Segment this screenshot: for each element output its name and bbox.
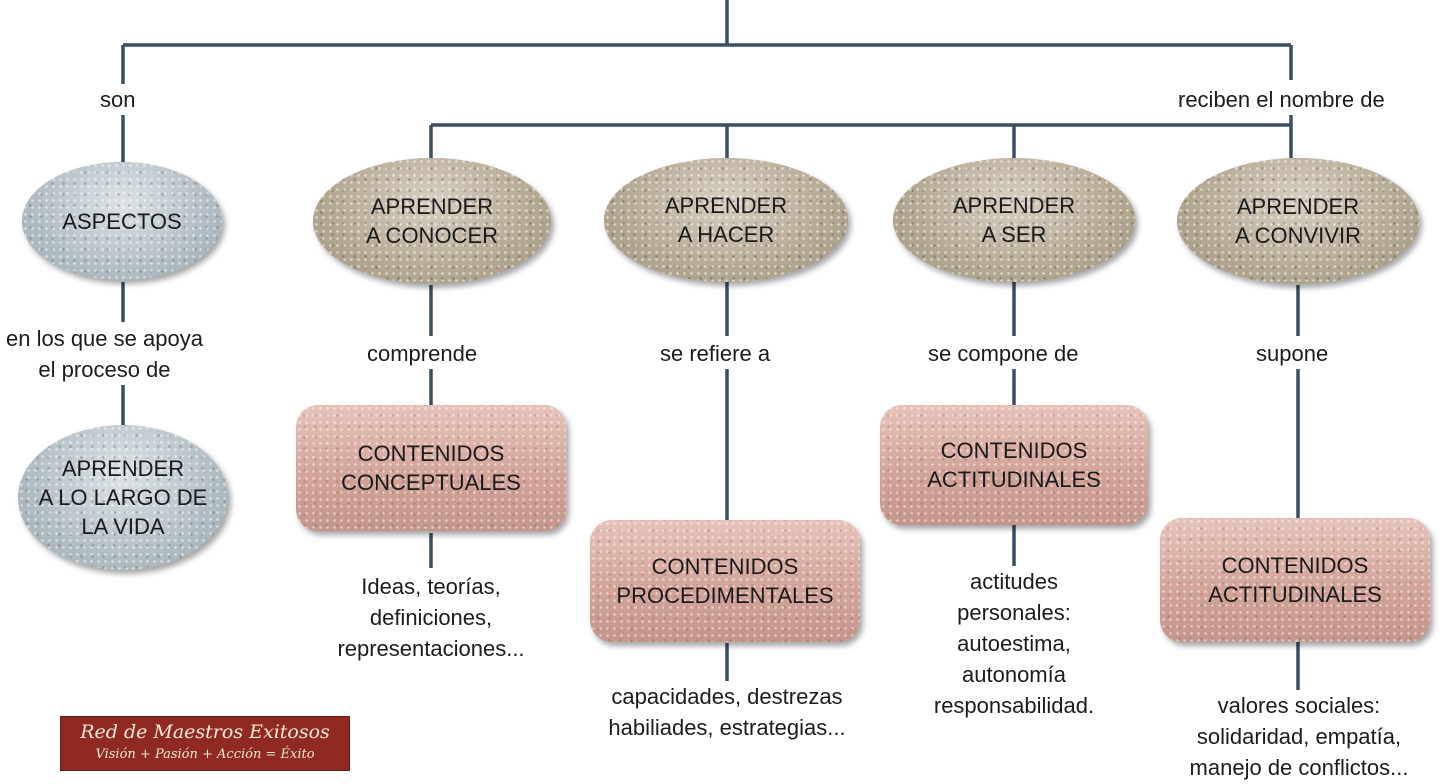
node-conocer-line1: APRENDER — [370, 194, 494, 219]
node-actitudinales-convivir-line1: CONTENIDOS — [1221, 553, 1369, 578]
note-conceptuales: Ideas, teorías, definiciones, representa… — [301, 571, 561, 664]
note-actitudinales-line4: autonomía — [962, 662, 1066, 687]
link-label-compone: se compone de — [924, 338, 1083, 369]
node-actitudinales-convivir-line2: ACTITUDINALES — [1208, 582, 1382, 607]
note-valores-line3: manejo de conflictos... — [1189, 755, 1409, 780]
link-label-apoya-line2: el proceso de — [38, 357, 171, 382]
node-aspectos: ASPECTOS — [22, 162, 222, 280]
node-aprender-a-lo-largo-de-la-vida: APRENDER A LO LARGO DE LA VIDA — [18, 425, 228, 570]
note-actitudinales-line2: personales: — [957, 600, 1071, 625]
node-conocer-line2: A CONOCER — [365, 223, 499, 248]
note-actitudinales: actitudes personales: autoestima, autono… — [904, 566, 1124, 721]
link-label-supone: supone — [1252, 338, 1333, 369]
node-contenidos-procedimentales: CONTENIDOS PROCEDIMENTALES — [590, 520, 860, 642]
note-actitudinales-line5: responsabilidad. — [933, 693, 1095, 718]
link-label-apoya: en los que se apoya el proceso de — [2, 323, 207, 385]
node-aprender-a-ser: APRENDER A SER — [893, 158, 1135, 282]
link-label-reciben: reciben el nombre de — [1174, 84, 1389, 115]
watermark-logo: Red de Maestros Exitosos Visión + Pasión… — [60, 716, 350, 771]
note-procedimentales-line1: capacidades, destrezas — [611, 684, 843, 709]
node-conceptuales-line1: CONTENIDOS — [357, 441, 505, 466]
note-procedimentales-line2: habiliades, estrategias... — [608, 715, 846, 740]
node-convivir-line1: APRENDER — [1236, 194, 1360, 219]
node-vida-line2: A LO LARGO DE — [38, 485, 208, 510]
link-label-comprende: comprende — [363, 338, 482, 369]
node-aspectos-text: ASPECTOS — [62, 208, 182, 234]
node-hacer-line2: A HACER — [677, 222, 775, 247]
note-valores-line1: valores sociales: — [1217, 693, 1381, 718]
note-valores: valores sociales: solidaridad, empatía, … — [1168, 690, 1430, 783]
node-vida-line3: LA VIDA — [81, 514, 165, 539]
node-aprender-a-hacer: APRENDER A HACER — [604, 158, 848, 282]
note-actitudinales-line1: actitudes — [969, 569, 1059, 594]
node-contenidos-actitudinales-convivir: CONTENIDOS ACTITUDINALES — [1160, 518, 1430, 642]
note-actitudinales-line3: autoestima, — [957, 631, 1071, 656]
node-procedimentales-line2: PROCEDIMENTALES — [616, 583, 834, 608]
note-conceptuales-line2: definiciones, — [369, 605, 493, 630]
note-conceptuales-line1: Ideas, teorías, — [361, 574, 501, 599]
node-hacer-line1: APRENDER — [664, 193, 788, 218]
node-aprender-a-convivir: APRENDER A CONVIVIR — [1177, 158, 1419, 284]
link-label-son: son — [96, 84, 140, 115]
note-conceptuales-line3: representaciones... — [337, 636, 525, 661]
node-ser-line2: A SER — [981, 222, 1047, 247]
node-actitudinales-ser-line2: ACTITUDINALES — [927, 467, 1101, 492]
watermark-title: Red de Maestros Exitosos — [80, 721, 330, 743]
node-procedimentales-line1: CONTENIDOS — [651, 554, 799, 579]
node-convivir-line2: A CONVIVIR — [1235, 223, 1361, 248]
note-procedimentales: capacidades, destrezas habiliades, estra… — [575, 681, 879, 743]
node-actitudinales-ser-line1: CONTENIDOS — [940, 438, 1088, 463]
note-valores-line2: solidaridad, empatía, — [1196, 724, 1402, 749]
watermark-tagline: Visión + Pasión + Acción = Éxito — [95, 747, 315, 762]
node-contenidos-actitudinales-ser: CONTENIDOS ACTITUDINALES — [880, 405, 1148, 525]
link-label-refiere: se refiere a — [656, 338, 775, 369]
node-aprender-a-conocer: APRENDER A CONOCER — [313, 158, 551, 284]
node-ser-line1: APRENDER — [952, 193, 1076, 218]
node-contenidos-conceptuales: CONTENIDOS CONCEPTUALES — [296, 405, 566, 531]
node-vida-line1: APRENDER — [61, 456, 185, 481]
link-label-apoya-line1: en los que se apoya — [6, 326, 203, 351]
node-conceptuales-line2: CONCEPTUALES — [341, 470, 521, 495]
